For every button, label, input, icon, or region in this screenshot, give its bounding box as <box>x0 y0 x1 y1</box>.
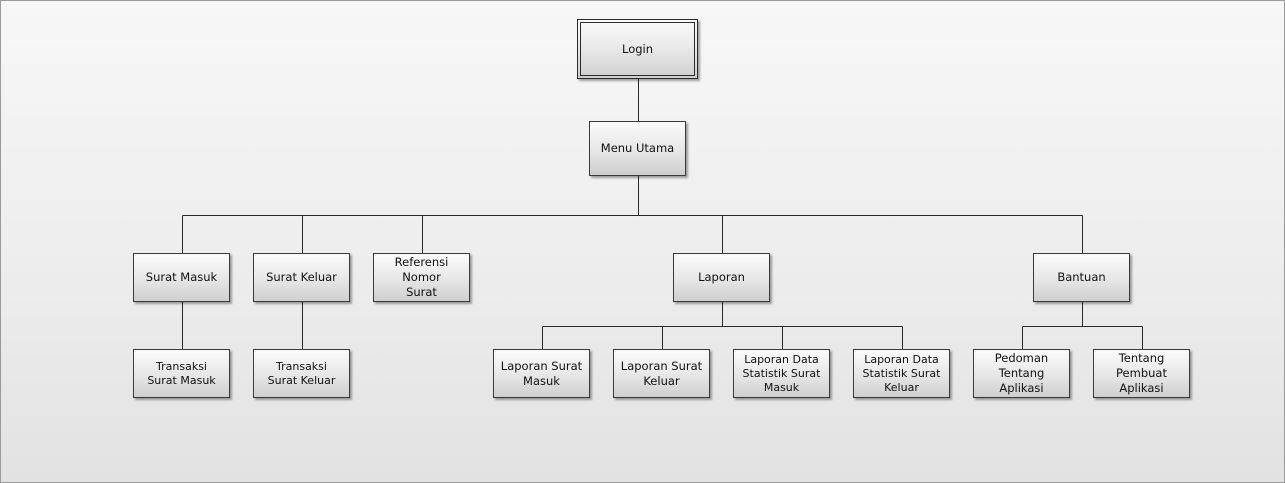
node-transaksi-surat-masuk: Transaksi Surat Masuk <box>133 349 230 398</box>
node-menu-utama: Menu Utama <box>589 121 686 176</box>
node-laporan-surat-masuk: Laporan Surat Masuk <box>493 349 590 398</box>
node-laporan-data-statistik-surat-masuk: Laporan Data Statistik Surat Masuk <box>733 349 830 398</box>
node-pedoman-tentang-aplikasi: Pedoman Tentang Aplikasi <box>973 349 1070 398</box>
node-laporan-data-statistik-surat-keluar: Laporan Data Statistik Surat Keluar <box>853 349 950 398</box>
node-surat-keluar: Surat Keluar <box>253 253 350 302</box>
node-laporan: Laporan <box>673 253 770 302</box>
node-transaksi-surat-keluar: Transaksi Surat Keluar <box>253 349 350 398</box>
node-bantuan: Bantuan <box>1033 253 1130 302</box>
node-login: Login <box>577 19 698 79</box>
node-tentang-pembuat-aplikasi: Tentang Pembuat Aplikasi <box>1093 349 1190 398</box>
node-referensi-nomor-surat: Referensi Nomor Surat <box>373 253 470 302</box>
node-laporan-surat-keluar: Laporan Surat Keluar <box>613 349 710 398</box>
node-surat-masuk: Surat Masuk <box>133 253 230 302</box>
